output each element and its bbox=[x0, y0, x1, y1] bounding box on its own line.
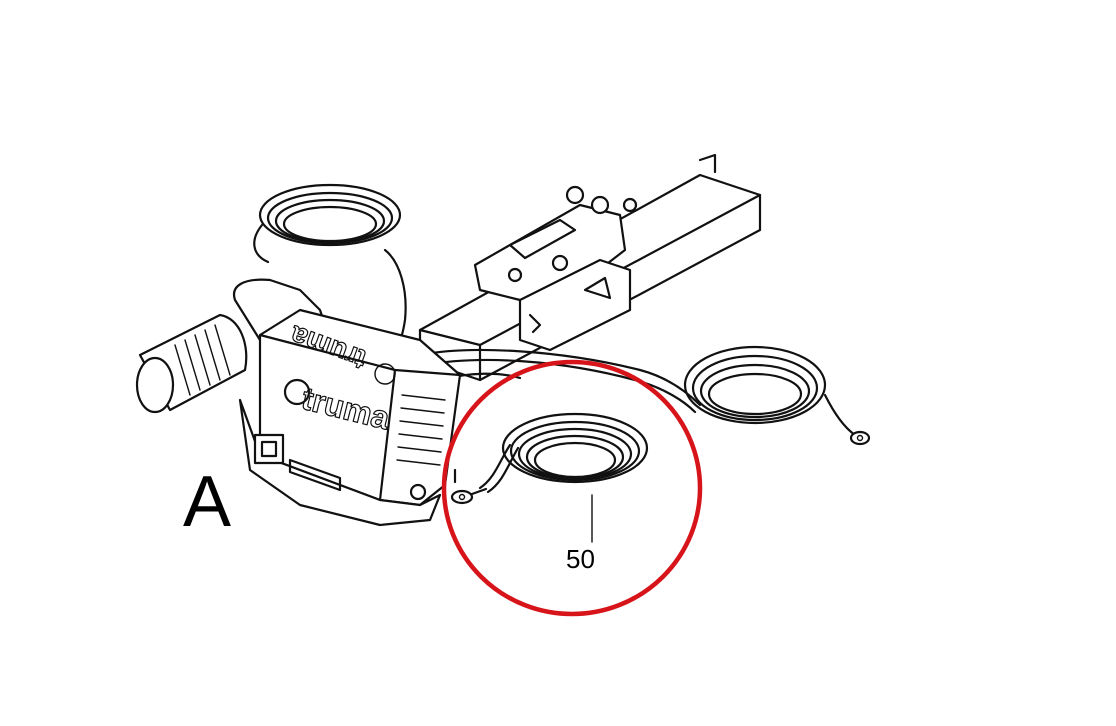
view-label: A bbox=[183, 462, 232, 542]
upper-cable-coil bbox=[253, 183, 407, 352]
right-cable-coil bbox=[683, 345, 871, 446]
clamp-bracket bbox=[473, 185, 638, 352]
vent-slots bbox=[396, 394, 446, 466]
part-50-cable-coil bbox=[450, 412, 649, 543]
highlight-marker bbox=[441, 359, 703, 617]
motor-unit bbox=[135, 278, 462, 527]
callout-number-50: 50 bbox=[566, 544, 595, 574]
